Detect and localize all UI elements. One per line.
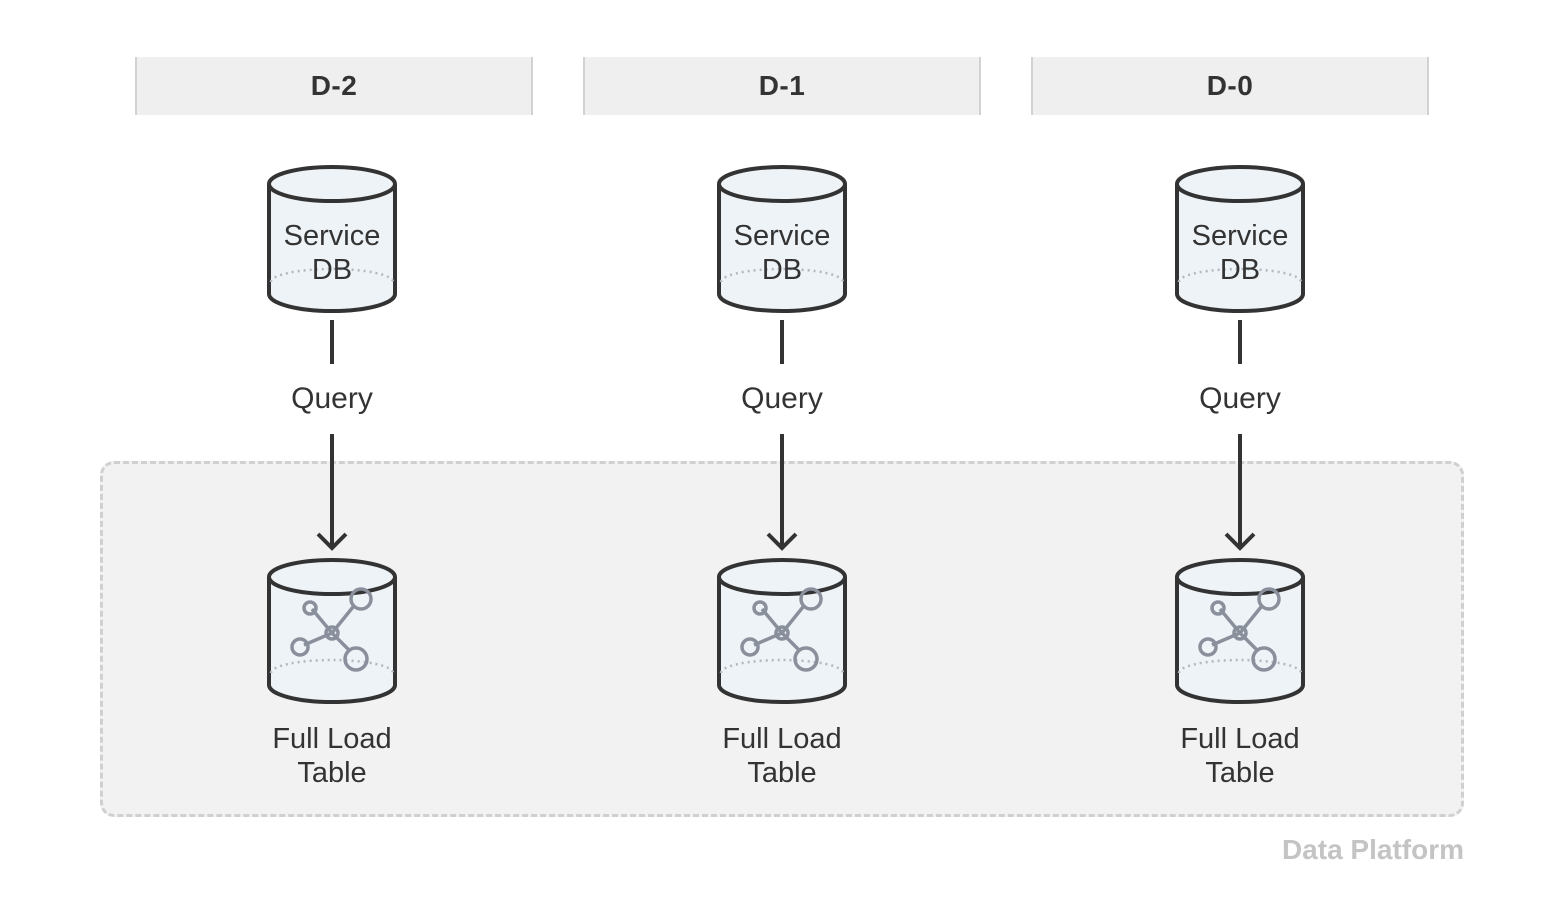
arrow-down-icon [766,434,798,551]
service-db-label-line2: DB [311,254,353,286]
connector-line [330,320,334,364]
service-db-label: Service DB [632,219,932,287]
graph-network-icon [740,587,823,672]
service-db-icon [717,165,847,313]
day-header-d-2: D-2 [135,57,533,115]
full-load-table-label-line1: Full Load [272,723,392,755]
full-load-table-label-line2: Table [747,757,817,789]
full-load-table-label: Full Load Table [182,722,482,790]
service-db-label: Service DB [1090,219,1390,287]
column-d-1: Service DB Query Full Load Table [632,0,932,910]
full-load-table-label: Full Load Table [1090,722,1390,790]
service-db-icon [1175,165,1305,313]
column-d-0: Service DB Query Full Load Table [1090,0,1390,910]
service-db-label-line1: Service [283,220,381,252]
graph-network-icon [290,587,373,672]
connector-line [780,320,784,364]
day-header-label: D-0 [1206,70,1254,101]
arrow-down-icon [316,434,348,551]
service-db-label-line2: DB [761,254,803,286]
query-label: Query [291,382,373,415]
query-label: Query [1199,382,1281,415]
full-load-table-icon [717,558,847,704]
full-load-table-label-line2: Table [1205,757,1275,789]
connector-line [1238,320,1242,364]
full-load-table-icon [1175,558,1305,704]
arrow-down-icon [1224,434,1256,551]
service-db-label-line1: Service [1191,220,1289,252]
graph-network-icon [1198,587,1281,672]
full-load-table-label: Full Load Table [632,722,932,790]
data-platform-label: Data Platform [1281,834,1464,865]
full-load-table-label-line2: Table [297,757,367,789]
column-d-2: Service DB Query Full Load Table [182,0,482,910]
full-load-table-label-line1: Full Load [1180,723,1300,755]
service-db-label-line1: Service [733,220,831,252]
full-load-table-label-line1: Full Load [722,723,842,755]
service-db-label: Service DB [182,219,482,287]
full-load-table-icon [267,558,397,704]
service-db-label-line2: DB [1219,254,1261,286]
service-db-icon [267,165,397,313]
day-header-label: D-2 [310,70,358,101]
day-header-d-0: D-0 [1031,57,1429,115]
day-header-label: D-1 [758,70,806,101]
query-label: Query [741,382,823,415]
day-header-d-1: D-1 [583,57,981,115]
